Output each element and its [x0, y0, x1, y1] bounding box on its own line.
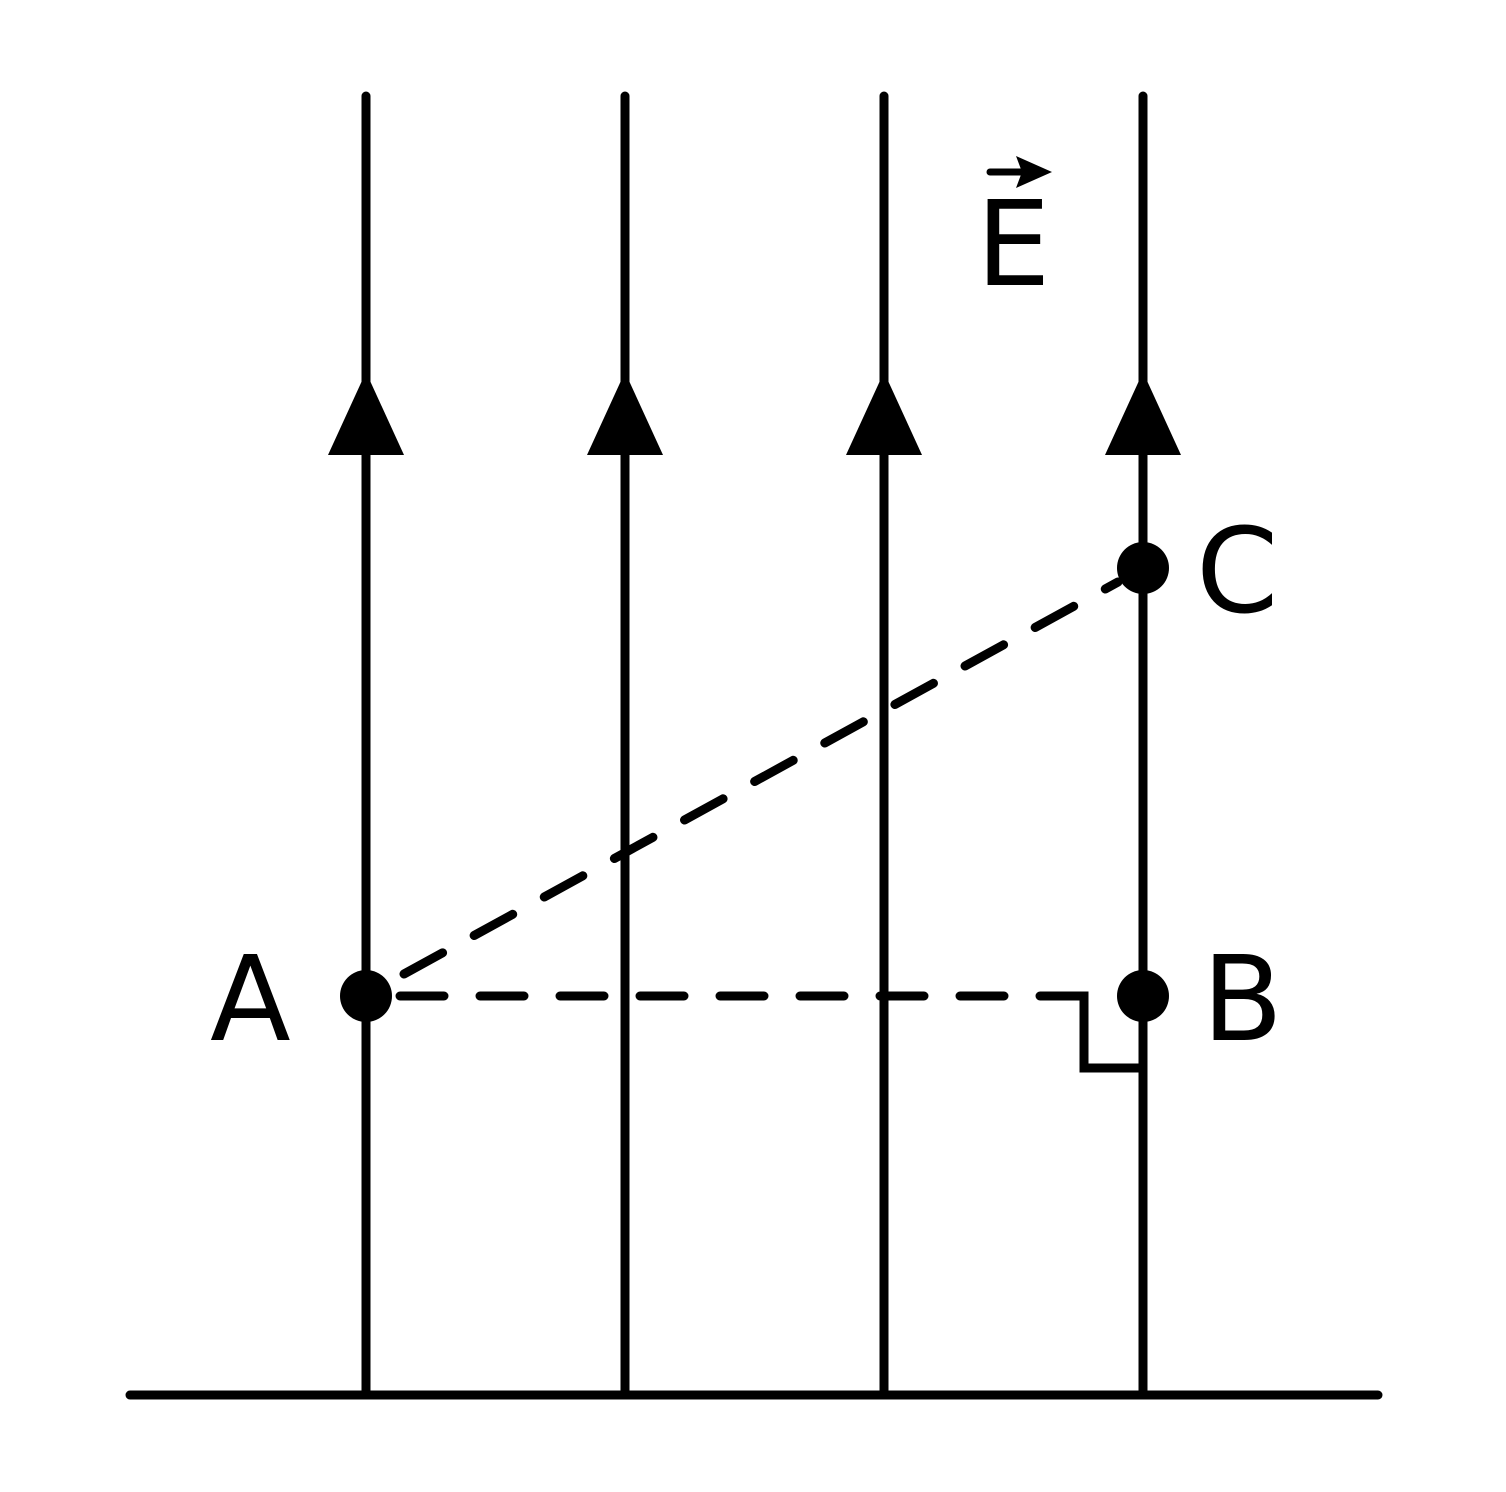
right-angle-marker [1079, 991, 1143, 1073]
arrowhead-3 [846, 372, 922, 455]
vector-arrow-head-icon [1016, 156, 1052, 188]
field-arrowheads [328, 372, 1181, 455]
arrowhead-1 [328, 372, 404, 455]
point-c-label: C [1196, 502, 1278, 640]
arrowhead-4 [1105, 372, 1181, 455]
point-a-dot [340, 970, 392, 1022]
field-lines [361, 91, 1148, 1400]
point-c-dot [1117, 542, 1169, 594]
field-vector-label: E [976, 156, 1052, 313]
point-b-label: B [1202, 930, 1283, 1068]
field-label-e: E [976, 175, 1051, 313]
arrowhead-2 [587, 372, 663, 455]
point-a-label: A [210, 930, 291, 1068]
point-b-dot [1117, 970, 1169, 1022]
dashed-line-a-c [399, 577, 1123, 979]
